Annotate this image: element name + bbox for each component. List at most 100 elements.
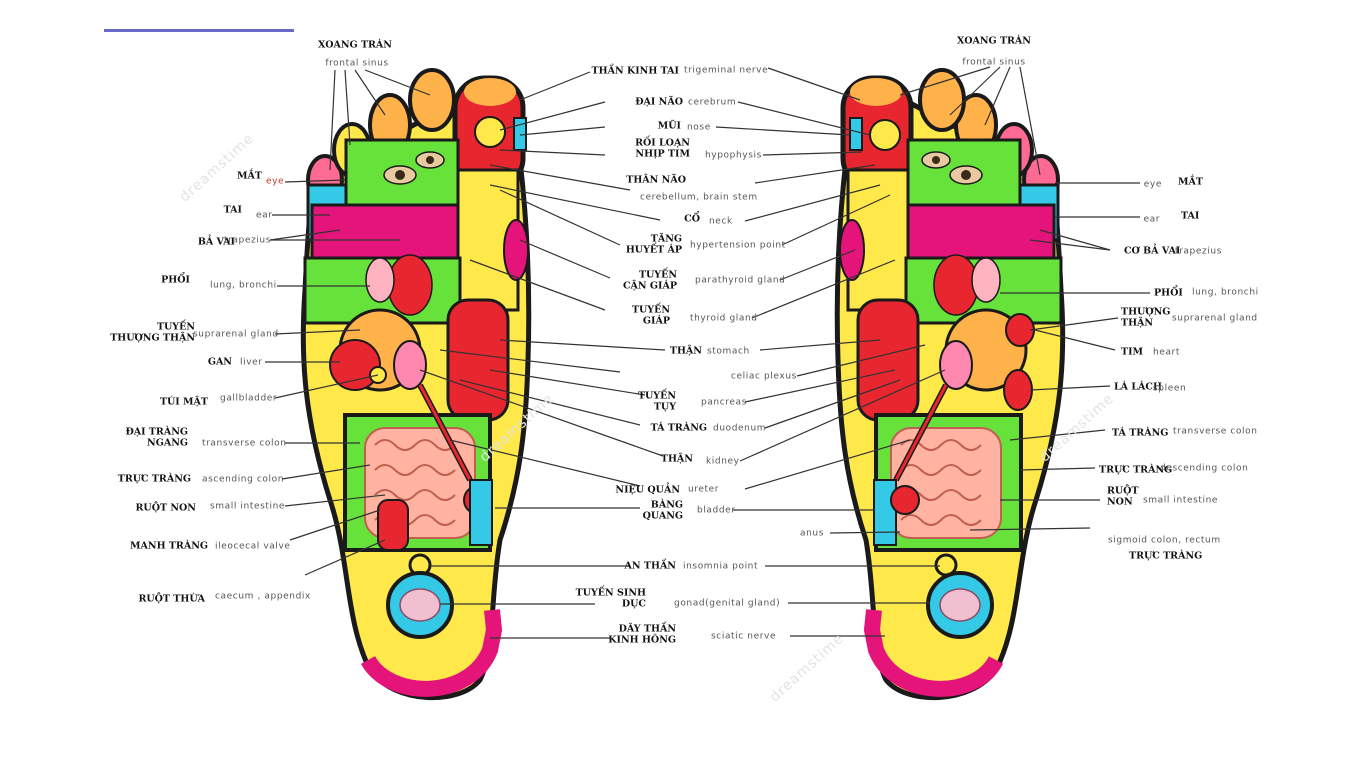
right-lung-icon-2 (971, 257, 1001, 303)
ta-trang-right-vn-label: TÁ TRÀNG (1112, 427, 1168, 439)
right-parathyroid (839, 219, 865, 281)
left-eye-pupil (395, 170, 405, 180)
nieu-quan-vn-label: NIỆU QUẢN (615, 483, 680, 496)
ruot-non-right-vn-label: RUỘT (1107, 485, 1139, 497)
mat-left-leader-line (284, 179, 346, 183)
tang-huyet-ap-leader-line (499, 189, 621, 246)
dai-nao-leader-line (499, 101, 606, 131)
mui-leader-line (519, 126, 606, 136)
than-stomach-leader-line (759, 339, 881, 351)
tuyen-giap-vn-label-2: GIÁP (643, 315, 670, 327)
tuyen-thuong-than-left-vn-label: TUYẾN (157, 320, 195, 333)
truc-trang-left-en-label: ascending colon (202, 475, 284, 485)
right-bladder-strip (873, 479, 897, 546)
ta-trang-right-en-label: transverse colon (1173, 427, 1258, 437)
right-lung-icon (933, 254, 979, 316)
tai-right-en-label: ear (1143, 215, 1160, 225)
co-ba-vai-right-leader-line (1039, 229, 1111, 251)
tuyen-giap-leader-line (751, 259, 896, 319)
than-nao-leader-line (489, 164, 631, 191)
left-big-toe-cap (464, 78, 516, 106)
anus-leader-line (969, 527, 1091, 531)
xoang-tran-right-leader-line (1019, 66, 1041, 176)
ruot-thua-left-en-label: caecum , appendix (215, 592, 311, 602)
roi-loan-nhip-tim-vn-label: RỐI LOẠN (635, 136, 690, 149)
top-accent-line (104, 29, 294, 32)
ruot-non-left-vn-label: RUỘT NON (136, 502, 197, 514)
right-gonad-icon (939, 588, 981, 622)
right-heart (1005, 313, 1035, 347)
tai-left-vn-label: TAI (224, 205, 243, 216)
tang-huyet-ap-vn-label-2: HUYẾT ÁP (626, 243, 682, 256)
left-gonad-icon (399, 588, 441, 622)
xoang-tran-right-leader-line (984, 66, 1011, 126)
tuyen-tuy-en-label: pancreas (701, 398, 747, 408)
right-ureter-inner (894, 384, 948, 481)
tuyen-can-giap-vn-label: TUYẾN (639, 268, 677, 281)
dai-trang-ngang-left-vn-label-2: NGANG (147, 438, 188, 449)
phoi-left-vn-label: PHỔI (161, 272, 190, 286)
right-trapezius-zone (906, 203, 1056, 262)
left-sciatic-zone (360, 609, 503, 697)
tuyen-can-giap-leader-line (519, 239, 611, 279)
right-stomach-zone (856, 298, 920, 422)
than-kinh-tai-leader-line (519, 71, 591, 101)
thuong-than-right-vn-label-2: THẬN (1121, 317, 1153, 329)
left-lung-icon-2 (365, 257, 395, 303)
mat-right-en-label: eye (1144, 180, 1162, 190)
tuyen-tuy-vn-label: TUYẾN (638, 389, 676, 402)
phoi-right-en-label: lung, bronchi (1192, 288, 1259, 298)
left-liver (329, 339, 381, 391)
roi-loan-nhip-tim-leader-line (499, 149, 606, 156)
tuyen-tuy-leader-line (489, 369, 646, 396)
ba-vai-left-en-label: trapezius (224, 236, 271, 246)
day-than-kinh-hong-en-label: sciatic nerve (711, 632, 776, 642)
right-intestine-coils (900, 439, 982, 526)
roi-loan-nhip-tim-en-label: hypophysis (705, 151, 762, 161)
dai-nao-en-label: cerebrum (688, 98, 736, 108)
ta-trang-center-leader-line (459, 379, 641, 426)
celiac-plexus-leader-line (796, 344, 926, 377)
tuyen-sinh-duc-vn-label: TUYẾN SINH (576, 586, 646, 599)
ruot-non-right-vn-label-2: NON (1107, 497, 1133, 508)
tuyen-thuong-than-left-vn-label-2: THƯỢNG THẬN (110, 332, 195, 344)
dai-trang-ngang-left-en-label: transverse colon (202, 439, 287, 449)
ta-trang-center-vn-label: TÁ TRÀNG (651, 422, 707, 434)
thuong-than-right-vn-label: THƯỢNG (1121, 306, 1170, 318)
xoang-tran-right-leader-line (899, 66, 991, 96)
mui-vn-label: MŨI (658, 120, 682, 132)
co-ba-vai-right-vn-label: CƠ BẢ VAI (1124, 244, 1181, 257)
left-intestine-coils (374, 439, 456, 526)
truc-trang-left-vn-label: TRỰC TRÀNG (118, 473, 191, 485)
an-than-en-label: insomnia point (683, 562, 758, 572)
an-than-vn-label: AN THẦN (624, 559, 677, 572)
tuyen-giap-vn-label: TUYẾN (632, 303, 670, 316)
dai-nao-vn-label: ĐẠI NÃO (635, 96, 683, 108)
manh-trang-left-vn-label: MANH TRÀNG (130, 540, 208, 552)
mui-leader-line (715, 126, 851, 136)
ruot-non-left-leader-line (284, 494, 386, 507)
gan-left-en-label: liver (240, 358, 263, 368)
truc-trang-right-vn-label: TRỰC TRÀNG (1099, 464, 1172, 476)
than-kidney-leader-line (419, 369, 664, 457)
tui-mat-left-en-label: gallbladder (220, 394, 277, 404)
sigmoid-en-label: sigmoid colon, rectum (1108, 536, 1221, 546)
tuyen-thuong-than-left-en-label: suprarenal gland (193, 330, 279, 340)
tuyen-tuy-vn-label-2: TỤY (654, 402, 676, 413)
tuyen-tuy-leader-line (744, 369, 896, 403)
tui-mat-left-leader-line (274, 374, 379, 399)
right-brain-zone (869, 119, 901, 151)
mat-left-en-label: eye (266, 177, 284, 187)
xoang-tran-left-leader-line (354, 69, 386, 116)
bang-quang-en-label: bladder (697, 506, 736, 516)
xoang-tran-left-vn-label: XOANG TRÁN (318, 39, 392, 51)
manh-trang-left-leader-line (289, 509, 381, 541)
than-stomach-leader-line (499, 339, 666, 351)
ba-vai-left-vn-label: BẢ VAI (198, 235, 236, 248)
roi-loan-nhip-tim-vn-label-2: NHỊP TIM (635, 149, 690, 160)
tang-huyet-ap-en-label: hypertension point (690, 241, 786, 251)
tuyen-sinh-duc-en-label: gonad(genital gland) (674, 599, 780, 609)
phoi-left-en-label: lung, bronchi (210, 281, 277, 291)
right-sciatic-zone (863, 609, 1004, 697)
